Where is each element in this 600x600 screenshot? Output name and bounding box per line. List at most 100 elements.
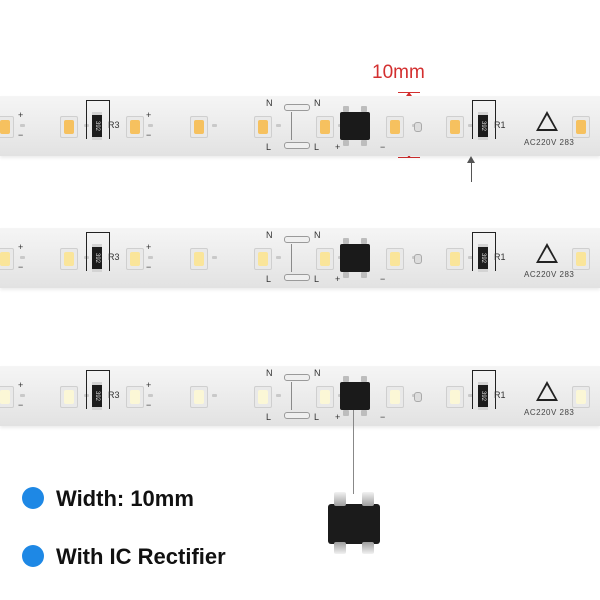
rectifier-ic — [340, 382, 370, 410]
solder-pad — [212, 394, 217, 397]
neutral-label: N — [314, 98, 321, 108]
resistor-r3: 392 — [92, 112, 102, 140]
neutral-label: N — [314, 230, 321, 240]
plus-mark: + — [18, 110, 24, 120]
solder-pad — [468, 124, 473, 127]
width-label: 10mm — [372, 62, 425, 83]
live-label: L — [266, 142, 272, 152]
solder-pad — [20, 394, 25, 397]
resistor-outline-r1 — [472, 232, 496, 271]
solder-pad — [212, 124, 217, 127]
smd-led — [190, 386, 208, 408]
smd-led — [0, 386, 14, 408]
minus-mark: − — [380, 142, 386, 152]
ic-leg — [361, 106, 367, 112]
smd-led — [316, 248, 334, 270]
plus-mark: + — [335, 274, 341, 284]
minus-mark: − — [146, 400, 152, 410]
feature-width: Width: 10mm — [56, 486, 194, 511]
smd-led — [572, 386, 590, 408]
plus-mark: + — [18, 242, 24, 252]
ic-leg — [361, 140, 367, 146]
smd-led — [446, 116, 464, 138]
smd-led — [316, 116, 334, 138]
solder-pad — [148, 256, 153, 259]
solder-pad — [468, 394, 473, 397]
smd-led — [316, 386, 334, 408]
ic-leg — [361, 238, 367, 244]
bullet-dot — [22, 545, 44, 567]
plus-mark: + — [146, 380, 152, 390]
neutral-label: N — [266, 368, 273, 378]
smd-led — [386, 248, 404, 270]
smd-led — [386, 386, 404, 408]
solder-pad — [276, 256, 281, 259]
cut-line — [291, 112, 292, 140]
smd-led — [190, 116, 208, 138]
cut-pad-n — [284, 104, 310, 111]
resistor-r1: 392 — [478, 244, 488, 272]
label-r3: R3 — [108, 390, 120, 400]
plus-mark: + — [18, 380, 24, 390]
minus-mark: − — [18, 400, 24, 410]
solder-pad — [414, 254, 422, 264]
resistor-r3: 392 — [92, 244, 102, 272]
smd-led — [0, 248, 14, 270]
warning-icon-inner — [539, 385, 555, 399]
cut-pad-l — [284, 274, 310, 281]
smd-led — [190, 248, 208, 270]
plus-mark: + — [335, 142, 341, 152]
plus-mark: + — [146, 242, 152, 252]
smd-led — [60, 386, 78, 408]
smd-led — [446, 386, 464, 408]
minus-mark: − — [18, 262, 24, 272]
plus-mark: + — [335, 412, 341, 422]
ic-leg — [343, 272, 349, 278]
solder-pad — [148, 124, 153, 127]
smd-led — [572, 116, 590, 138]
neutral-label: N — [266, 230, 273, 240]
resistor-outline-r3 — [86, 232, 110, 271]
solder-pad — [212, 256, 217, 259]
smd-led — [60, 116, 78, 138]
label-r1: R1 — [494, 390, 506, 400]
ic-leg — [361, 376, 367, 382]
ic-leg — [343, 140, 349, 146]
smd-led — [446, 248, 464, 270]
solder-pad — [468, 256, 473, 259]
ic-leg — [361, 410, 367, 416]
solder-pad — [20, 256, 25, 259]
warning-icon-inner — [539, 247, 555, 261]
warning-icon-inner — [539, 115, 555, 129]
voltage-marking: AC220V 283 — [524, 408, 575, 417]
live-label: L — [314, 412, 320, 422]
solder-pad — [414, 392, 422, 402]
solder-pad — [414, 122, 422, 132]
plus-mark: + — [146, 110, 152, 120]
solder-pad — [148, 394, 153, 397]
cut-pad-l — [284, 142, 310, 149]
label-r1: R1 — [494, 252, 506, 262]
solder-pad — [20, 124, 25, 127]
minus-mark: − — [146, 130, 152, 140]
live-label: L — [266, 274, 272, 284]
label-r1: R1 — [494, 120, 506, 130]
neutral-label: N — [314, 368, 321, 378]
rectifier-ic-enlarged — [328, 492, 380, 554]
smd-led — [254, 116, 272, 138]
smd-led — [126, 248, 144, 270]
ic-leg — [343, 106, 349, 112]
voltage-marking: AC220V 283 — [524, 270, 575, 279]
smd-led — [386, 116, 404, 138]
callout-line — [353, 402, 354, 494]
neutral-label: N — [266, 98, 273, 108]
solder-pad — [276, 394, 281, 397]
tick-top — [398, 92, 420, 93]
resistor-r3: 392 — [92, 382, 102, 410]
resistor-outline-r3 — [86, 370, 110, 409]
rectifier-ic — [340, 112, 370, 140]
ic-leg — [361, 272, 367, 278]
rectifier-ic — [340, 244, 370, 272]
ic-leg — [343, 238, 349, 244]
minus-mark: − — [146, 262, 152, 272]
